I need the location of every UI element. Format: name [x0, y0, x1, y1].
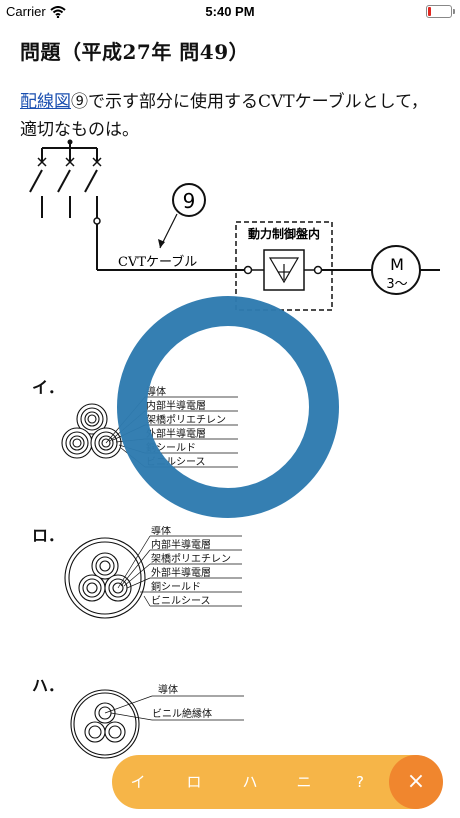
layer-label: 外部半導電層: [151, 566, 211, 579]
option-ro-diagram: 導体 内部半導電層 架橋ポリエチレン 外部半導電層 銅シールド ビニルシース: [64, 526, 242, 619]
battery-icon: [426, 5, 455, 18]
marker-number: 9: [183, 189, 196, 213]
option-ro-label: ロ．: [32, 526, 65, 545]
layer-label: 導体: [158, 683, 178, 696]
wiring-diagram: 9 CVTケーブル 動力制御盤内 M 3〜: [29, 139, 440, 311]
layer-label: ビニルシース: [151, 595, 211, 607]
question-title: 問題（平成27年 問49）: [20, 40, 250, 64]
motor-label: M: [390, 255, 404, 274]
layer-label: ビニル絶縁体: [152, 707, 212, 720]
option-i-label: イ．: [32, 378, 65, 397]
status-bar: Carrier 5:40 PM: [0, 0, 460, 24]
option-ha-diagram: 導体 ビニル絶縁体: [70, 683, 244, 759]
layer-label: 内部半導電層: [151, 538, 211, 551]
layer-label: 銅シールド: [151, 580, 201, 593]
carrier-label: Carrier: [6, 4, 46, 19]
loading-spinner: [117, 296, 339, 518]
answer-i-button[interactable]: イ: [130, 773, 146, 791]
layer-label: 架橋ポリエチレン: [151, 552, 231, 565]
question-text: 配線図⑨で示す部分に使用するCVTケーブルとして，適切なものは。: [20, 88, 430, 144]
answer-bar: イ ロ ハ ニ ?: [112, 755, 442, 809]
option-ha-label: ハ．: [32, 676, 65, 695]
question-body: ⑨で示す部分に使用するCVTケーブルとして，適切なものは。: [20, 92, 428, 140]
wifi-icon: [50, 5, 66, 18]
panel-label: 動力制御盤内: [248, 226, 320, 241]
clock: 5:40 PM: [205, 4, 255, 19]
cable-label: CVTケーブル: [118, 254, 197, 270]
answer-unknown-button[interactable]: ?: [356, 773, 364, 791]
answer-ni-button[interactable]: ニ: [296, 773, 312, 791]
layer-label: 導体: [151, 526, 171, 537]
motor-sub: 3〜: [386, 277, 407, 292]
wiring-diagram-link[interactable]: 配線図: [20, 92, 71, 112]
answer-ha-button[interactable]: ハ: [242, 773, 258, 791]
close-button[interactable]: ×: [389, 755, 443, 809]
carrier-group: Carrier: [6, 4, 66, 19]
answer-ro-button[interactable]: ロ: [186, 773, 202, 791]
